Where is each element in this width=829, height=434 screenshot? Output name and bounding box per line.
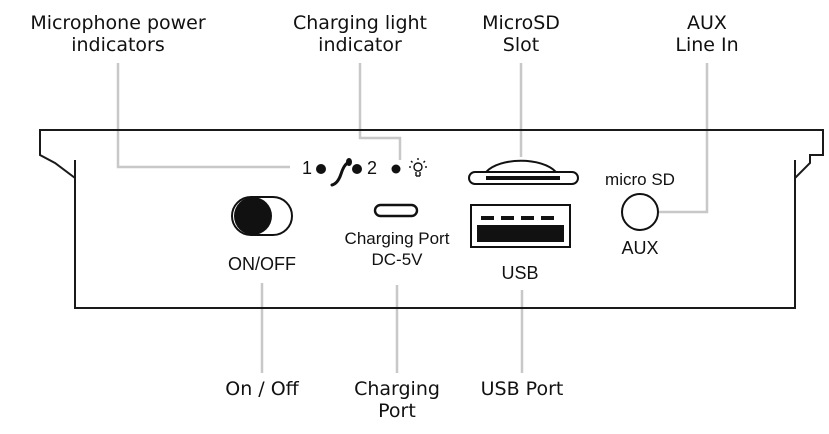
callout-microphone-power-line1: Microphone power [30, 12, 206, 34]
callout-on-off: On / Off [225, 378, 299, 400]
mic-indicator-2-dot [352, 164, 362, 174]
usb-label: USB [501, 263, 539, 283]
on-off-label: ON/OFF [228, 254, 296, 274]
charging-light-dot [391, 164, 401, 174]
callout-microsd-slot-line1: MicroSD [482, 12, 560, 34]
leader-charging-light [358, 63, 402, 160]
callout-charging-port: Charging Port [337, 378, 457, 422]
leader-lines [116, 63, 709, 373]
callout-aux-line-in: AUX Line In [652, 12, 762, 56]
mic-indicator-1-label: 1 [301, 158, 312, 178]
callout-charging-port-line1: Charging [354, 378, 440, 400]
callout-aux-line-in-line2: Line In [675, 34, 739, 56]
usb-c-port-icon [373, 203, 419, 218]
usb-a-port-icon [470, 204, 571, 248]
charging-port-label: Charging Port DC-5V [327, 228, 467, 270]
mic-indicator-1-dot [316, 164, 326, 174]
callout-microphone-power-line2: indicators [71, 34, 165, 56]
callout-microphone-power: Microphone power indicators [0, 12, 236, 56]
callout-charging-light: Charging light indicator [262, 12, 458, 56]
mic-indicator-2-label: 2 [366, 158, 377, 178]
aux-jack-icon [621, 193, 659, 231]
callout-charging-port-line2: Port [378, 400, 416, 422]
callout-microsd-slot: MicroSD Slot [466, 12, 576, 56]
device-outline [39, 129, 824, 309]
leader-aux [655, 63, 709, 214]
leader-mic-power [116, 63, 290, 169]
charging-port-label-line1: Charging Port [344, 229, 450, 248]
charging-port-label-line2: DC-5V [371, 250, 423, 269]
aux-label: AUX [621, 238, 659, 258]
callout-microsd-slot-line2: Slot [502, 34, 540, 56]
toggle-switch-icon [231, 196, 293, 236]
micro-sd-label: micro SD [605, 170, 675, 189]
microphone-icon [330, 158, 352, 187]
lightbulb-icon [409, 158, 427, 177]
callout-usb-port: USB Port [480, 378, 564, 400]
callout-charging-light-line1: Charging light [292, 12, 428, 34]
callout-aux-line-in-line1: AUX [687, 12, 727, 34]
microsd-slot-icon [468, 159, 579, 185]
callout-charging-light-line2: indicator [318, 34, 402, 56]
